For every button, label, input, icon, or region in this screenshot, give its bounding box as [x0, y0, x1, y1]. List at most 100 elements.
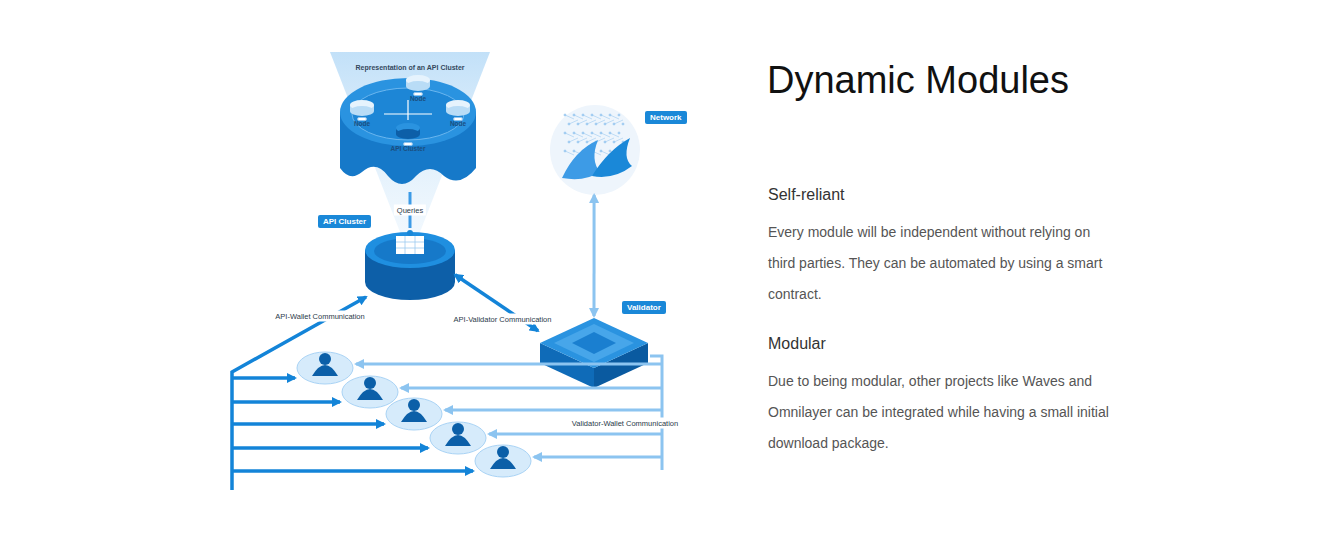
tag-text: API Cluster [390, 145, 425, 152]
validator-block: Validator [538, 316, 650, 390]
wallet-user [364, 377, 376, 389]
node-link-arrows [384, 100, 432, 120]
wallet-wire [401, 387, 662, 390]
wallet-users [297, 352, 531, 477]
node-link-arrows [384, 113, 432, 114]
api-cluster-cylinder-art [365, 232, 455, 268]
api-cluster-cylinder-art [396, 236, 424, 254]
validator-block-art [540, 318, 648, 388]
node-cylinder [446, 106, 470, 116]
wallet-user [297, 352, 353, 384]
node-tag: Node [453, 117, 463, 121]
tag-text: Node [410, 95, 426, 102]
network-globe-art [550, 105, 640, 195]
wallet-user [401, 411, 427, 422]
mesh-line [601, 115, 610, 119]
node-cylinder [396, 129, 420, 139]
api-wallet-wires [232, 297, 473, 490]
mesh-line [565, 151, 574, 155]
validator-wallet-wires [650, 356, 662, 470]
mesh-line [601, 133, 610, 137]
wallet-wire [445, 409, 662, 412]
flow-label: Validator-Wallet Communication [569, 418, 681, 429]
wallet-user [497, 446, 509, 458]
mesh-line [605, 138, 614, 142]
caption-text: Representation of an API Cluster [355, 64, 464, 71]
node-cylinder [350, 75, 470, 139]
network-globe: Network [550, 105, 640, 195]
cluster-disc [340, 75, 476, 184]
mesh-line [583, 133, 592, 137]
api-cluster-cylinder-art [407, 230, 413, 236]
node-cylinder [406, 81, 430, 91]
flow-connector [593, 195, 596, 316]
mesh-dot [618, 132, 620, 134]
mesh-line [574, 115, 583, 119]
feature-heading: Modular [768, 335, 826, 353]
wallet-user [357, 389, 383, 400]
wallet-user [342, 376, 398, 408]
api-cluster-cylinder-art [396, 236, 424, 254]
mesh-line [578, 138, 587, 142]
badge-label: Validator [622, 301, 666, 314]
mesh-dot [622, 123, 624, 125]
node-tag: Node [413, 92, 423, 96]
tag-text: Node [354, 120, 370, 127]
api-cluster-cylinder-art [365, 230, 455, 300]
validator-block-art [554, 324, 634, 362]
wallet-user [297, 352, 353, 384]
wallet-user [319, 353, 331, 365]
badge-label: Network [645, 111, 687, 124]
query-beam [330, 52, 490, 232]
query-beam [330, 52, 490, 232]
mesh-dot [618, 114, 620, 116]
wallet-user [452, 423, 464, 435]
wallet-user [490, 458, 516, 469]
wallet-user [342, 376, 398, 408]
feature-text: Due to being modular, other projects lik… [768, 366, 1120, 459]
wallet-wire [232, 376, 295, 380]
mesh-line [565, 115, 574, 119]
cluster-representation: Representation of an API ClusterNodeNode… [340, 62, 480, 192]
connector-label: API-Validator Communication [451, 313, 555, 324]
page-title: Dynamic Modules [767, 57, 1069, 103]
wallet-wire [232, 469, 473, 473]
connector-label: Queries [394, 205, 426, 216]
mesh-line [583, 115, 592, 119]
wallet-wire [232, 446, 428, 450]
node-link-arrows [407, 100, 408, 120]
feature-heading: Self-reliant [768, 186, 844, 204]
node-cylinder [350, 106, 374, 116]
mesh-line [614, 120, 623, 124]
validator-wallet-wires [356, 364, 662, 457]
mesh-line [592, 115, 601, 119]
wallet-wire [534, 456, 662, 459]
mesh-line [569, 138, 578, 142]
flow-label: API-Wallet Communication [272, 311, 367, 322]
api-cluster-cylinder: API Cluster [365, 228, 455, 300]
wallet-user [445, 435, 471, 446]
wallet-user [386, 398, 442, 430]
mesh-line [587, 120, 596, 124]
mesh-line [574, 133, 583, 137]
wallet-wire [489, 433, 662, 436]
wallet-user [430, 422, 486, 454]
mesh-line [578, 120, 587, 124]
wallet-user [312, 365, 338, 376]
cluster-disc [340, 78, 476, 146]
wallet-wire [232, 400, 340, 404]
node-tag: Node [357, 117, 367, 121]
mesh-line [565, 133, 574, 137]
mesh-line [592, 133, 601, 137]
wallet-user [475, 445, 531, 477]
wallet-user [408, 399, 420, 411]
wallet-wire [356, 363, 662, 366]
network-globe-art [550, 105, 640, 195]
mesh-line [569, 120, 578, 124]
wallet-user [386, 398, 442, 430]
mesh-line [610, 133, 619, 137]
